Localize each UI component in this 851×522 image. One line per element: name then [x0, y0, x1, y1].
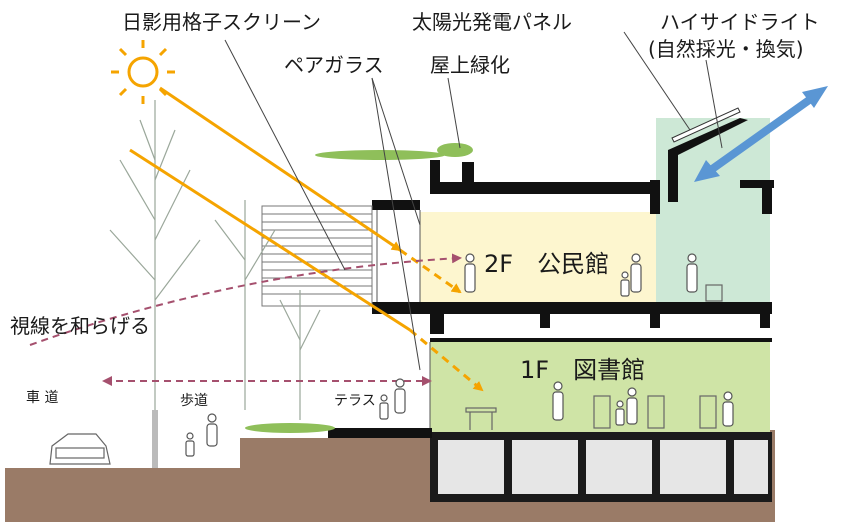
- sun-icon: [111, 40, 175, 104]
- ventilation-arrow-head-down: [694, 160, 720, 182]
- structure: [328, 118, 774, 438]
- label-floor1: 1F 図書館: [520, 356, 645, 384]
- label-roof-green: 屋上緑化: [430, 53, 510, 77]
- library-furniture: [465, 284, 723, 430]
- atrium: [656, 118, 770, 302]
- trees: [109, 100, 321, 420]
- label-road: 車 道: [26, 389, 58, 406]
- label-high-side-light-sub: (自然採光・換気): [648, 37, 804, 61]
- roof-greenery: [315, 143, 473, 160]
- label-soften-sight: 視線を和らげる: [10, 314, 150, 338]
- floor1-room: [430, 340, 770, 432]
- label-sidewalk: 歩道: [180, 393, 208, 409]
- leader-lines: [224, 31, 723, 371]
- ventilation-arrow: [704, 94, 816, 176]
- sightline-arrows: [29, 253, 462, 386]
- tree-trunk: [152, 410, 158, 468]
- label-high-side-light: ハイサイドライト: [660, 10, 820, 34]
- label-pair-glass: ペアガラス: [284, 53, 384, 77]
- ventilation-arrow-head-up: [802, 86, 828, 108]
- label-louver: 日影用格子スクリーン: [122, 10, 321, 34]
- label-floor2: 2F 公民館: [484, 250, 609, 278]
- label-solar-panel: 太陽光発電パネル: [412, 10, 572, 34]
- car-icon: [49, 433, 111, 465]
- people-icons: [185, 253, 734, 457]
- solar-panel: [671, 107, 741, 143]
- terrace-greenery: [245, 423, 335, 433]
- sunlight-arrows: [129, 86, 484, 392]
- label-terrace: テラス: [334, 393, 376, 409]
- basement-bays: [438, 440, 768, 494]
